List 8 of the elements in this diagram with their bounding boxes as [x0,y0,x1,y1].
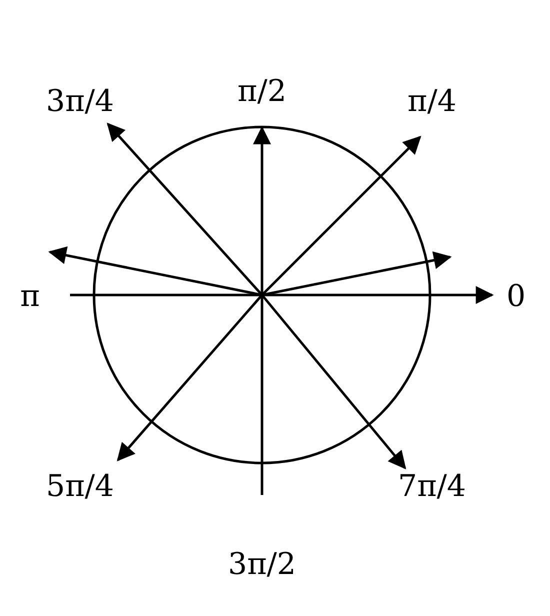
angle-label: 5π/4 [46,472,114,502]
angle-label: π/4 [408,87,456,117]
angle-label: 3π/2 [228,550,296,580]
angle-label: π [20,282,40,312]
angle-label: π/2 [238,77,286,107]
angle-label: 7π/4 [398,472,466,502]
angle-label: 3π/4 [46,87,114,117]
angle-label: 0 [506,282,526,312]
